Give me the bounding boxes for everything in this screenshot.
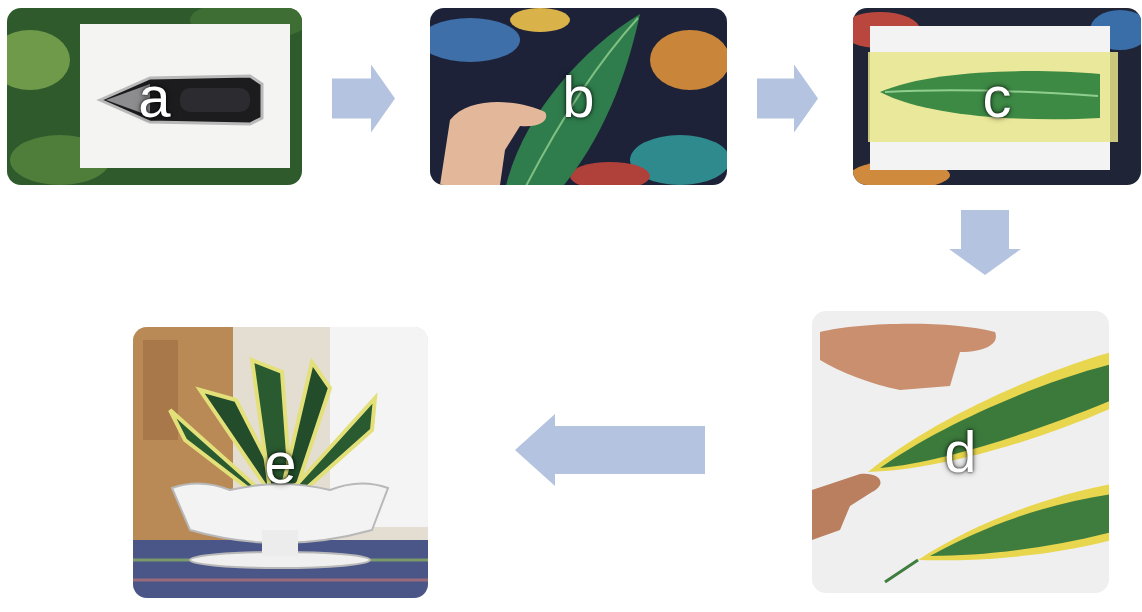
- block-arrow: [757, 65, 818, 133]
- block-arrow: [949, 210, 1021, 275]
- photo-potted-plant: [133, 327, 428, 598]
- batik-pattern: [510, 8, 570, 32]
- leaf: [505, 14, 640, 185]
- white-paper: [80, 24, 290, 168]
- green-cloth: [7, 8, 302, 185]
- step-letter: c: [975, 64, 1020, 130]
- photo-iron: [7, 8, 302, 185]
- leaf-vein: [525, 18, 638, 185]
- hand: [440, 102, 546, 185]
- block-arrow: [332, 65, 395, 133]
- batik-pattern: [430, 18, 520, 62]
- photo-finished-leaves: [812, 311, 1109, 593]
- hand-pointing: [812, 474, 881, 540]
- plant-leaf: [170, 410, 262, 496]
- pot-foot: [262, 530, 298, 556]
- step-letter: b: [554, 64, 602, 130]
- photo-panel: e: [133, 327, 428, 598]
- photo-taped-leaf: [853, 8, 1141, 185]
- photo-panel: c: [853, 8, 1141, 185]
- iron: [100, 76, 262, 124]
- step-letter: a: [130, 64, 178, 130]
- photo-panel: a: [7, 8, 302, 185]
- room-wall: [133, 327, 428, 598]
- batik-pattern: [570, 162, 650, 185]
- iron-handle: [180, 88, 250, 112]
- photo-leaf-hand: [430, 8, 727, 185]
- leaf-green: [930, 494, 1109, 556]
- photo-panel: b: [430, 8, 727, 185]
- batik-pattern: [650, 30, 727, 90]
- leaf-yellow-edge: [918, 484, 1109, 560]
- door-panel: [143, 340, 178, 440]
- plant-leaf: [290, 398, 375, 494]
- batik-cloth: [853, 8, 1141, 185]
- plaid-stripe: [133, 579, 428, 582]
- hand: [820, 324, 996, 390]
- photo-panel: d: [812, 311, 1109, 593]
- step-letter: d: [936, 419, 984, 485]
- white-paper: [870, 26, 1110, 170]
- block-arrow: [515, 414, 705, 486]
- cloth-leaf-pattern: [7, 30, 70, 90]
- leaf-stem: [885, 560, 918, 582]
- step-letter: e: [256, 430, 304, 496]
- yellow-tape: [868, 52, 1118, 142]
